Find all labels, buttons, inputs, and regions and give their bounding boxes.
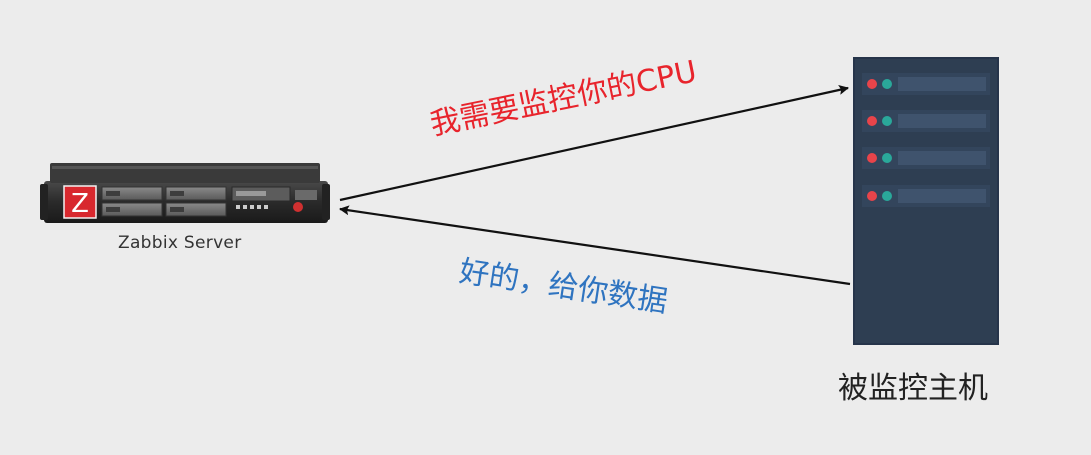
tower-server-icon [853,57,999,345]
host-slot-3 [862,147,990,169]
host-slot-2 [862,110,990,132]
monitored-host-label: 被监控主机 [838,371,988,406]
logo-letter: Z [71,189,89,219]
request-arrow [339,85,849,202]
drive-bays [101,186,227,217]
host-slot-4 [862,185,990,207]
zabbix-server-label: Zabbix Server [118,233,242,253]
rack-server-icon: Z [40,163,330,223]
host-slot-1 [862,73,990,95]
zabbix-logo-icon: Z [63,185,97,219]
control-panel [231,186,317,212]
reply-arrow [339,205,851,286]
